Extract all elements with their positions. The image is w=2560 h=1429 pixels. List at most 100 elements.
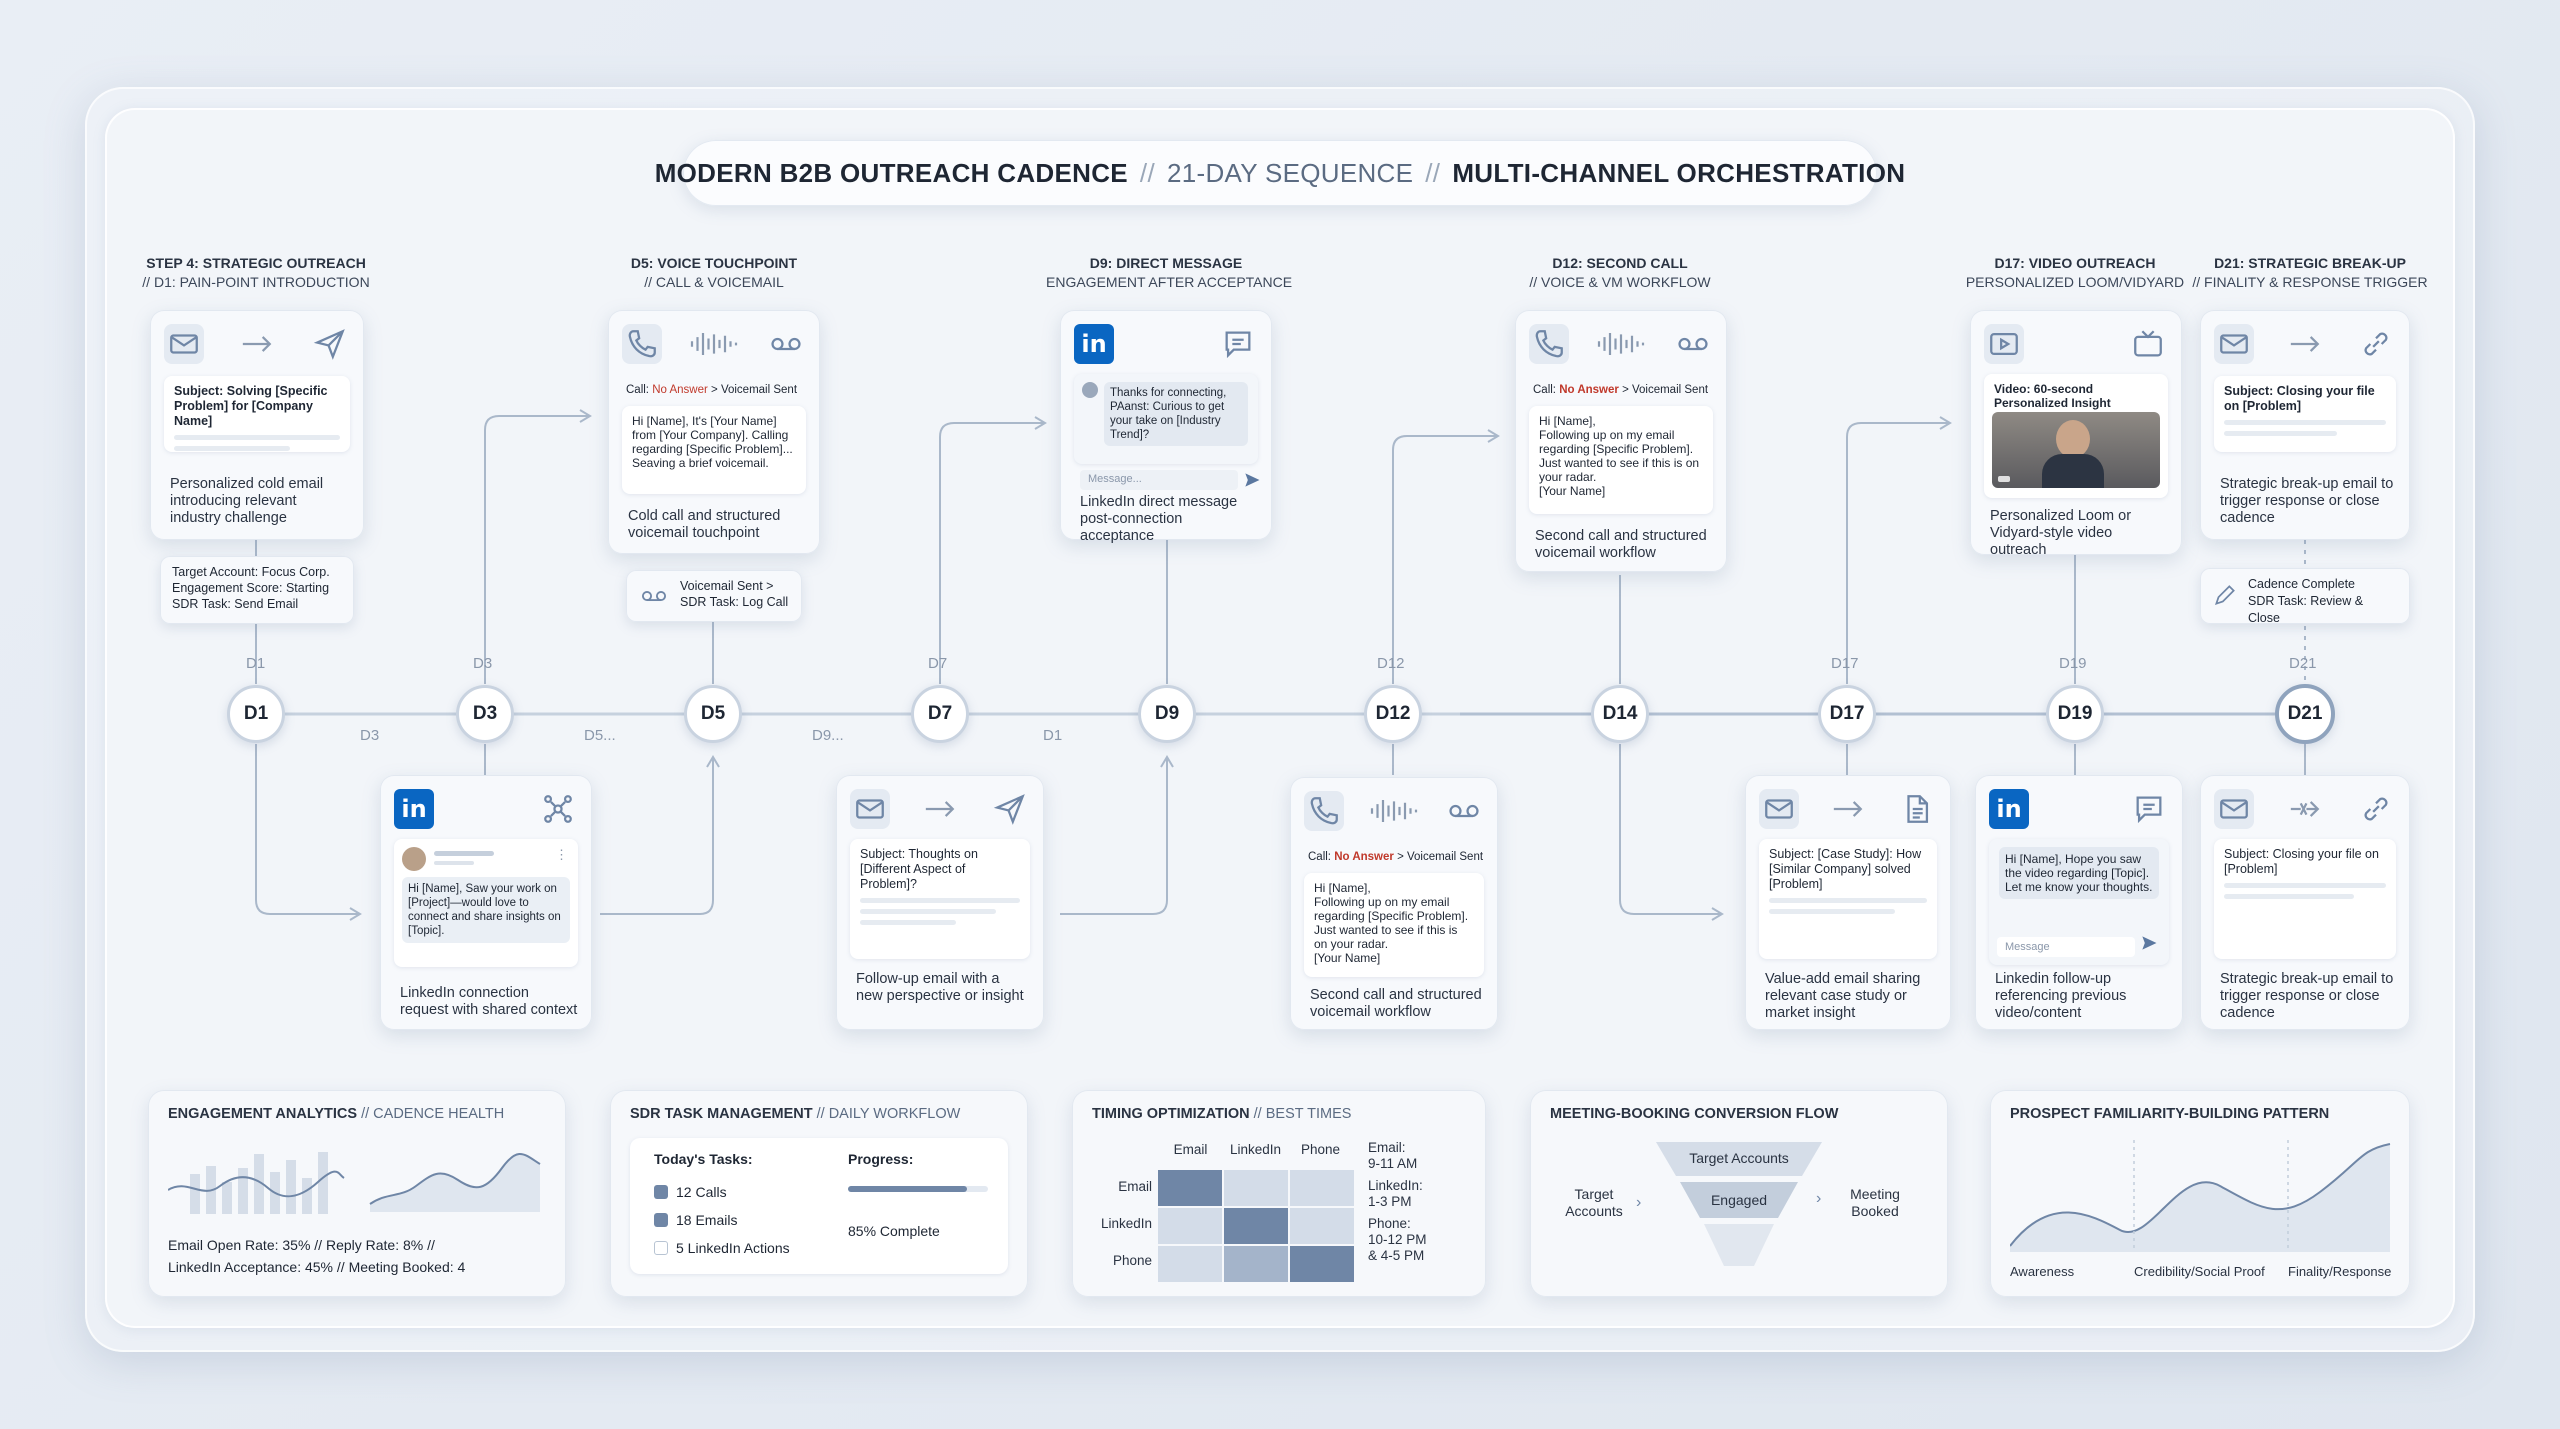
progress-bar (848, 1186, 988, 1192)
task-item-linkedin[interactable]: 5 LinkedIn Actions (654, 1234, 790, 1262)
checkbox-calls[interactable] (654, 1185, 668, 1199)
panel-engagement-analytics: ENGAGEMENT ANALYTICS // CADENCE HEALTH E… (148, 1090, 566, 1297)
page-title: MODERN B2B OUTREACH CADENCE // 21-DAY SE… (655, 140, 1905, 206)
send-icon (310, 324, 350, 364)
card-d21-breakup[interactable]: Subject: Closing your file on [Problem] … (2200, 310, 2410, 540)
play-icon (1984, 324, 2024, 364)
voicemail-icon (1444, 791, 1484, 831)
header-d9: D9: DIRECT MESSAGE ENGAGEMENT AFTER ACCE… (1046, 254, 1292, 292)
video-thumbnail[interactable] (1992, 412, 2160, 488)
checkbox-linkedin[interactable] (654, 1241, 668, 1255)
d17b-subject: Subject: [Case Study]: How [Similar Comp… (1769, 847, 1922, 891)
header-d1: STEP 4: STRATEGIC OUTREACH // D1: PAIN-P… (136, 254, 376, 292)
status-d1-line3: SDR Task: Send Email (172, 597, 299, 611)
card-d3-linkedin-connect[interactable]: in ⋮ Hi [Name], Saw your work on [Projec… (380, 775, 592, 1030)
chevron-right-icon: › (1816, 1190, 1822, 1207)
d9-message: Thanks for connecting, PAanst: Curious t… (1104, 382, 1248, 446)
task-item-calls[interactable]: 12 Calls (654, 1178, 790, 1206)
d14-no-answer: No Answer (1334, 851, 1394, 863)
timing-note-phone-label: Phone: (1368, 1216, 1411, 1231)
panel-familiarity-pattern: PROSPECT FAMILIARITY-BUILDING PATTERN Aw… (1990, 1090, 2410, 1297)
voicemail-icon (766, 324, 806, 364)
task-item-emails[interactable]: 18 Emails (654, 1206, 790, 1234)
timeline-node-d7[interactable]: D7 (911, 685, 969, 743)
d21-subject: Subject: Closing your file on [Problem] (2224, 384, 2375, 413)
heat-cell (1290, 1208, 1354, 1244)
heat-cell (1290, 1246, 1354, 1282)
heat-col-email: Email (1173, 1142, 1208, 1157)
progress-text: 85% Complete (848, 1223, 940, 1239)
timing-note-email-time: 9-11 AM (1368, 1156, 1418, 1171)
header-d1-title: STEP 4: STRATEGIC OUTREACH (146, 255, 366, 271)
send-icon[interactable] (2139, 933, 2159, 957)
d21b-description: Strategic break-up email to trigger resp… (2220, 971, 2394, 1021)
timeline-node-d12[interactable]: D12 (1364, 685, 1422, 743)
d1-description: Personalized cold email introducing rele… (170, 476, 324, 526)
d1-subject: Subject: Solving [Specific Problem] for … (174, 384, 328, 428)
header-d21-sub: // FINALITY & RESPONSE TRIGGER (2192, 274, 2428, 290)
heat-cell (1224, 1246, 1288, 1282)
d21-description: Strategic break-up email to trigger resp… (2220, 476, 2394, 526)
card-d14-call[interactable]: Call: No Answer > Voicemail Sent Hi [Nam… (1290, 777, 1498, 1030)
d19-message-input[interactable]: Message (1997, 937, 2135, 957)
between-label-d1: D1 (1043, 727, 1063, 744)
panel-timing-optimization: TIMING OPTIMIZATION // BEST TIMES Email … (1072, 1090, 1486, 1297)
chat-icon (2129, 789, 2169, 829)
send-icon[interactable] (1242, 470, 1262, 495)
heat-col-linkedin: LinkedIn (1229, 1142, 1282, 1157)
timeline-node-d19[interactable]: D19 (2046, 685, 2104, 743)
timeline-node-d1[interactable]: D1 (227, 685, 285, 743)
card-d1-email[interactable]: Subject: Solving [Specific Problem] for … (150, 310, 364, 540)
email-icon (2214, 324, 2254, 364)
status-d1: Target Account: Focus Corp. Engagement S… (160, 556, 354, 624)
timeline-node-d3[interactable]: D3 (456, 685, 514, 743)
header-d17-title: D17: VIDEO OUTREACH (1994, 255, 2156, 271)
card-d5-call[interactable]: Call: No Answer > Voicemail Sent Hi [Nam… (608, 310, 820, 554)
timeline-node-d17[interactable]: D17 (1818, 685, 1876, 743)
tasks-subtitle: // DAILY WORKFLOW (816, 1106, 961, 1122)
send-icon (990, 789, 1030, 829)
above-label-d21: D21 (2289, 655, 2317, 672)
funnel-title: MEETING-BOOKING CONVERSION FLOW (1550, 1106, 1839, 1122)
play-control-icon[interactable] (1998, 476, 2010, 482)
d12-description: Second call and structured voicemail wor… (1535, 528, 1707, 561)
d3-message: Hi [Name], Saw your work on [Project]—wo… (402, 877, 570, 943)
d5-no-answer: No Answer (652, 384, 708, 396)
more-icon[interactable]: ⋮ (555, 847, 568, 862)
broken-arrow-icon (2285, 789, 2325, 829)
d17b-description: Value-add email sharing relevant case st… (1765, 971, 1921, 1021)
arrow-right-icon (920, 789, 960, 829)
card-d19-linkedin-followup[interactable]: in Hi [Name], Hope you saw the video reg… (1975, 775, 2183, 1030)
timeline-node-d21[interactable]: D21 (2275, 684, 2335, 744)
d17-description: Personalized Loom or Vidyard-style video… (1990, 508, 2132, 558)
d12-call-label: Call: (1533, 384, 1557, 396)
avatar (1082, 382, 1098, 398)
timeline-node-d5[interactable]: D5 (684, 685, 742, 743)
d9-message-input[interactable]: Message... (1080, 470, 1238, 490)
waveform-icon (1586, 324, 1656, 364)
checkbox-emails[interactable] (654, 1213, 668, 1227)
card-d7-followup-email[interactable]: Subject: Thoughts on [Different Aspect o… (836, 775, 1044, 1030)
timeline-node-d14[interactable]: D14 (1591, 685, 1649, 743)
title-part-2: 21-DAY SEQUENCE (1166, 157, 1414, 188)
heat-row-linkedin: LinkedIn (1100, 1216, 1152, 1231)
timing-heatmap (1158, 1170, 1354, 1282)
funnel-graphic (1656, 1142, 1822, 1266)
linkedin-icon: in (394, 789, 434, 829)
timing-note-linkedin-time: 1-3 PM (1368, 1194, 1412, 1209)
pattern-curve (2010, 1140, 2391, 1252)
tasks-title: SDR TASK MANAGEMENT (630, 1106, 813, 1122)
phone-icon (622, 324, 662, 364)
waveform-icon (679, 324, 749, 364)
card-d12-call[interactable]: Call: No Answer > Voicemail Sent Hi [Nam… (1515, 310, 1727, 572)
above-label-d12: D12 (1377, 655, 1405, 672)
pattern-label-awareness: Awareness (2010, 1264, 2075, 1279)
document-icon (1897, 789, 1937, 829)
card-d9-linkedin-dm[interactable]: in Thanks for connecting, PAanst: Curiou… (1060, 310, 1272, 544)
card-d17-case-study-email[interactable]: Subject: [Case Study]: How [Similar Comp… (1745, 775, 1951, 1030)
timeline-node-d9[interactable]: D9 (1138, 685, 1196, 743)
card-d21b-breakup[interactable]: Subject: Closing your file on [Problem] … (2200, 775, 2410, 1030)
header-d5-title: D5: VOICE TOUCHPOINT (630, 255, 798, 271)
heat-cell (1158, 1246, 1222, 1282)
card-d17-video[interactable]: Video: 60-second Personalized Insight Pe… (1970, 310, 2182, 558)
